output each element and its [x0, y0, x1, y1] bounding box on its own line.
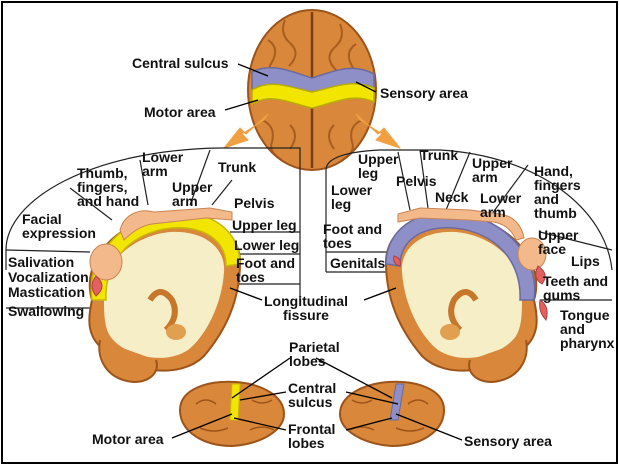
label-sensory-lips: Lips [571, 254, 600, 268]
label-sensory-upper-arm: Upper arm [472, 156, 512, 184]
label-mastication: Mastication [8, 285, 85, 299]
label-sensory-upper-leg: Upper leg [358, 152, 398, 180]
label-motor-upper-arm: Upper arm [172, 180, 212, 208]
label-motor-lower-arm: Lower arm [142, 150, 183, 178]
label-sensory-neck: Neck [435, 190, 468, 204]
label-motor-lower-leg: Lower leg [234, 238, 299, 252]
label-sensory-foot-toes: Foot and toes [323, 222, 382, 250]
label-motor-trunk: Trunk [218, 160, 256, 174]
label-sensory-upper-face: Upper face [538, 228, 578, 256]
label-motor-thumb-fingers-hand: Thumb, fingers, and hand [77, 166, 139, 208]
label-sensory-genitals: Genitals [330, 256, 385, 270]
label-motor-facial-expression: Facial expression [22, 212, 96, 240]
label-swallowing: Swallowing [8, 304, 84, 318]
label-sensory-area: Sensory area [380, 86, 468, 100]
bottom-right-brain [340, 382, 444, 446]
label-sensory-teeth-gums: Teeth and gums [543, 274, 608, 302]
label-sensory-lower-arm: Lower arm [480, 191, 521, 219]
label-longitudinal-fissure: Longitudinal fissure [264, 294, 348, 322]
label-motor-upper-leg: Upper leg [232, 218, 297, 232]
label-salivation: Salivation [8, 255, 74, 269]
bottom-left-brain [180, 382, 284, 446]
label-motor-pelvis: Pelvis [234, 196, 274, 210]
label-sensory-hand-fingers-thumb: Hand, fingers and thumb [534, 164, 581, 220]
label-motor-foot-toes: Foot and toes [236, 256, 295, 284]
label-sensory-tongue-pharynx: Tongue and pharynx [560, 308, 614, 350]
label-vocalization: Vocalization [8, 270, 89, 284]
label-frontal-lobes: Frontal lobes [288, 422, 335, 450]
label-sensory-pelvis: Pelvis [396, 174, 436, 188]
label-sensory-lower-leg: Lower leg [331, 183, 372, 211]
label-bottom-central-sulcus: Central sulcus [288, 381, 336, 409]
label-central-sulcus: Central sulcus [132, 56, 228, 70]
label-bottom-motor-area: Motor area [92, 432, 164, 446]
label-parietal-lobes: Parietal lobes [289, 340, 340, 368]
label-sensory-trunk: Trunk [420, 148, 458, 162]
label-motor-area: Motor area [144, 105, 216, 119]
label-bottom-sensory-area: Sensory area [464, 434, 552, 448]
